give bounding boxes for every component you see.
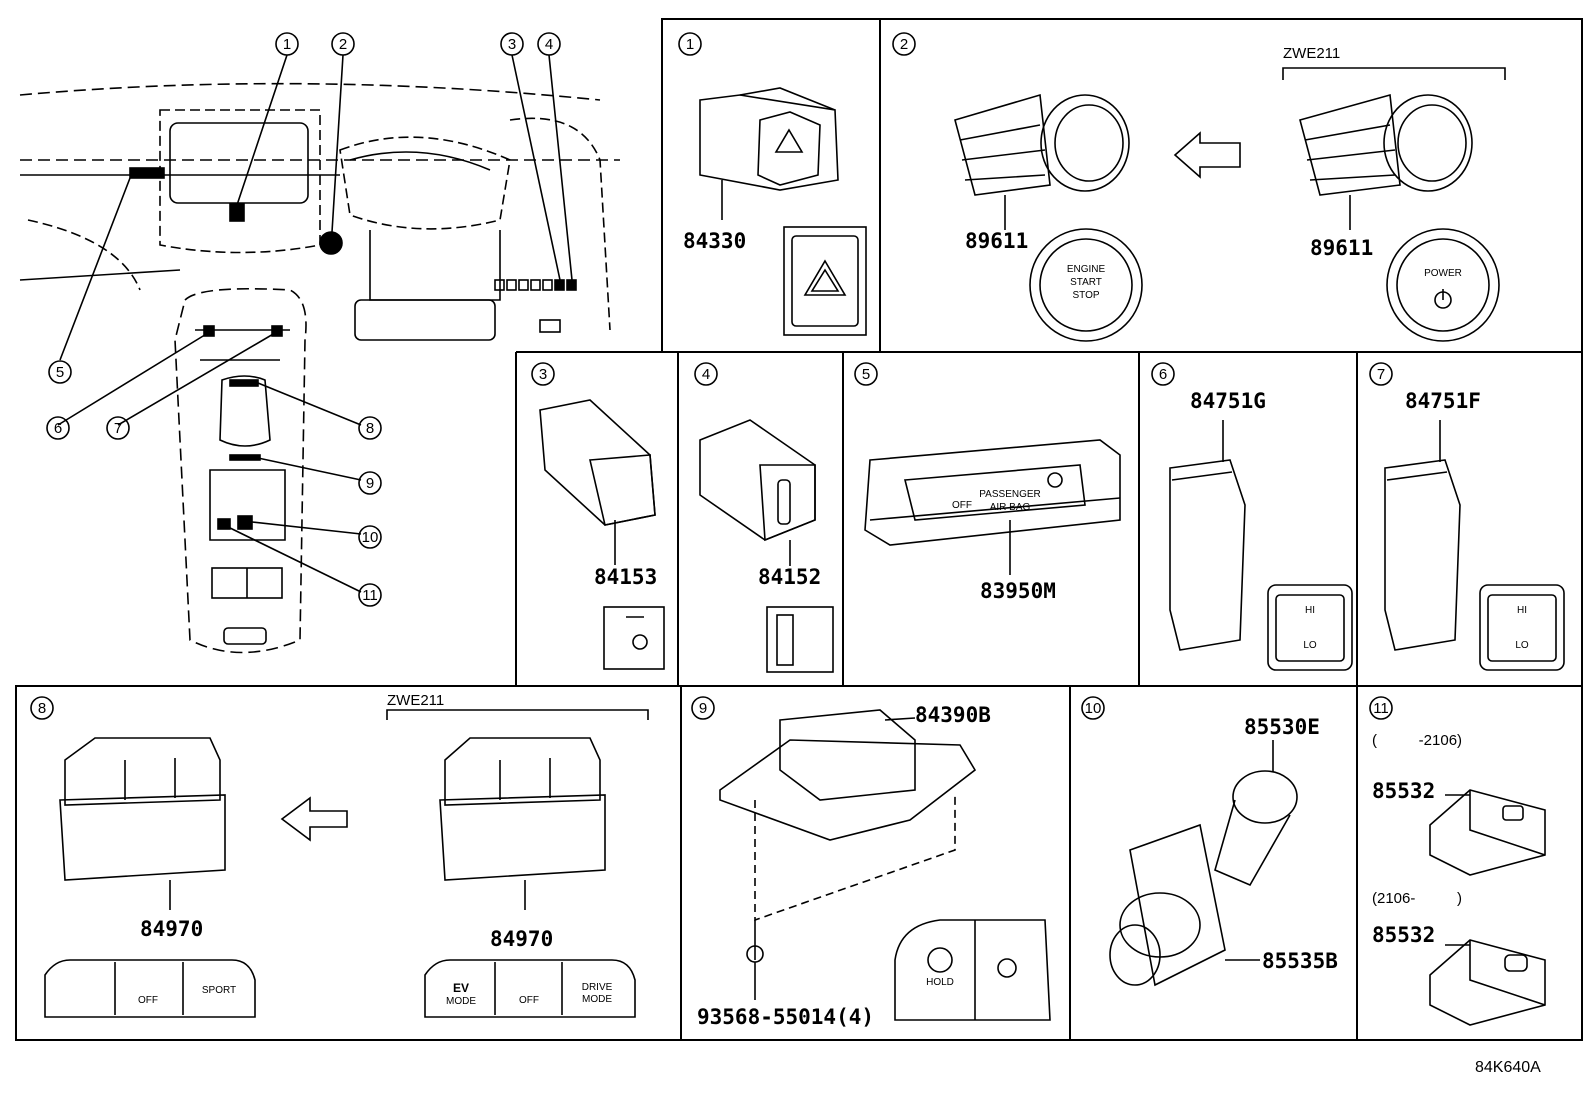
part-number-labels: 84330 89611 89611 84153 84152 83950M 847… (140, 229, 1481, 1029)
part-84330[interactable]: 84330 (683, 229, 746, 253)
part-85532-bottom[interactable]: 85532 (1372, 923, 1435, 947)
callout-10: 10 (362, 529, 379, 546)
panel-2-number: 2 (900, 36, 908, 53)
part-84390B[interactable]: 84390B (915, 703, 991, 727)
switch-84152-drawing (699, 419, 834, 673)
center-display (169, 122, 309, 204)
seat-hi-g: HI (1305, 605, 1315, 616)
engine-label-1: ENGINE (1067, 264, 1106, 275)
drive-mode-switch-drawing (44, 709, 649, 1018)
dashboard-overview (19, 54, 620, 654)
airbag-indicator-drawing (864, 439, 1121, 575)
seat-lo-g: LO (1303, 640, 1317, 651)
panel-number-labels: 1 2 3 4 5 6 7 8 9 10 11 (38, 36, 1389, 717)
panel-9-number: 9 (699, 700, 707, 717)
panel-11-number: 11 (1373, 700, 1389, 717)
part-93568-55014[interactable]: 93568-55014(4) (697, 1005, 874, 1029)
callout-6: 6 (54, 420, 62, 437)
panel-10-number: 10 (1085, 700, 1102, 717)
start-button-location (319, 231, 343, 255)
hold-panel-outline (894, 919, 1051, 1021)
panel-3-number: 3 (539, 366, 547, 383)
variant-tag-p8: ZWE211 (387, 692, 444, 709)
part-84970-right[interactable]: 84970 (490, 927, 553, 951)
hold-label: HOLD (926, 977, 954, 988)
variant-tag-p2: ZWE211 (1283, 45, 1340, 62)
start-switch-drawing (954, 67, 1506, 342)
part-89611-left[interactable]: 89611 (965, 229, 1028, 253)
right-btn-drive-mode: MODE (582, 994, 612, 1005)
engine-label-2: START (1070, 277, 1102, 288)
part-84751G[interactable]: 84751G (1190, 389, 1266, 413)
right-btn-off: OFF (519, 995, 539, 1006)
hazard-switch-drawing (699, 87, 867, 336)
power-outlet-drawing (1109, 740, 1298, 987)
callout-11: 11 (362, 587, 378, 604)
part-84152[interactable]: 84152 (758, 565, 821, 589)
left-button-panel-outline (44, 959, 256, 1018)
airbag-label-top: PASSENGER (979, 489, 1041, 500)
seat-heater-switch-f-drawing (1384, 420, 1565, 671)
right-btn-ev: EV (453, 981, 469, 995)
range-bottom: (2106- ) (1372, 890, 1462, 907)
overview-callouts (46, 32, 561, 607)
panel-number-circles (30, 32, 1393, 720)
range-top: ( -2106) (1372, 732, 1462, 749)
left-btn-sport: SPORT (202, 985, 236, 996)
callout-4: 4 (545, 36, 553, 53)
part-85532-top[interactable]: 85532 (1372, 779, 1435, 803)
switch-84153-drawing (539, 399, 665, 670)
callout-9: 9 (366, 475, 374, 492)
callout-8: 8 (366, 420, 374, 437)
seat-hi-f: HI (1517, 605, 1527, 616)
variant-labels: ZWE211 ZWE211 ( -2106) (2106- ) (387, 45, 1462, 907)
panel-frames (15, 18, 1583, 1041)
panel-8-number: 8 (38, 700, 46, 717)
callout-5: 5 (56, 364, 64, 381)
diagram-code: 84K640A (1475, 1059, 1541, 1076)
seat-lo-f: LO (1515, 640, 1529, 651)
usb-port-drawing (1429, 789, 1546, 1026)
part-84751F[interactable]: 84751F (1405, 389, 1481, 413)
part-84153[interactable]: 84153 (594, 565, 657, 589)
seat-heater-switch-g-drawing (1169, 420, 1353, 671)
panel-6-number: 6 (1159, 366, 1167, 383)
part-89611-right[interactable]: 89611 (1310, 236, 1373, 260)
callout-3: 3 (508, 36, 516, 53)
power-label: POWER (1424, 268, 1462, 279)
button-face-labels: ENGINE START STOP POWER PASSENGER AIR BA… (138, 264, 1529, 1007)
right-btn-ev-mode: MODE (446, 996, 476, 1007)
left-btn-off: OFF (138, 995, 158, 1006)
airbag-label-bottom: AIR BAG (990, 502, 1031, 513)
parking-brake-switch-drawing (719, 709, 1051, 1021)
overview-callout-labels: 1 2 3 4 5 6 7 8 9 10 11 (54, 36, 553, 604)
callout-7: 7 (114, 420, 122, 437)
right-button-panel-outline (424, 959, 636, 1018)
part-85535B[interactable]: 85535B (1262, 949, 1338, 973)
engine-label-3: STOP (1072, 290, 1099, 301)
part-85530E[interactable]: 85530E (1244, 715, 1320, 739)
panel-1-number: 1 (686, 36, 694, 53)
panel-7-number: 7 (1377, 366, 1385, 383)
panel-5-number: 5 (862, 366, 870, 383)
right-btn-drive: DRIVE (582, 982, 613, 993)
part-83950M[interactable]: 83950M (980, 579, 1056, 603)
callout-1: 1 (283, 36, 291, 53)
panel-4-number: 4 (702, 366, 710, 383)
part-84970-left[interactable]: 84970 (140, 917, 203, 941)
callout-2: 2 (339, 36, 347, 53)
airbag-label-off: OFF (952, 500, 972, 511)
